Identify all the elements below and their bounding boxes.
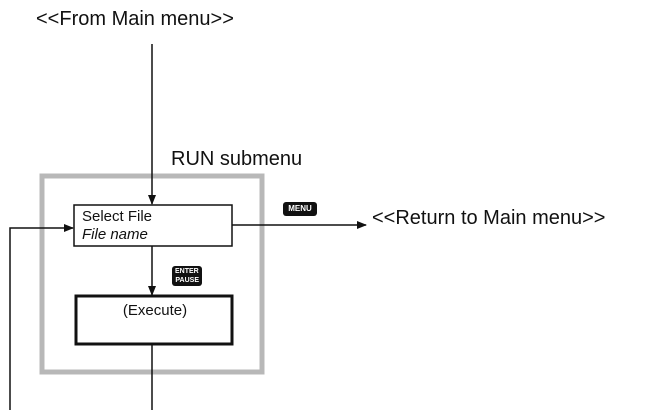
loop-back-line (9, 224, 74, 410)
menu-key-icon: MENU (283, 202, 317, 216)
select-file-box[interactable] (73, 204, 233, 247)
pause-key-label: PAUSE (175, 277, 199, 284)
enter-key-label: ENTER (175, 268, 199, 275)
enter-pause-key-icon: ENTER PAUSE (172, 266, 202, 286)
from-main-menu-label: <<From Main menu>> (36, 8, 234, 30)
return-main-menu-label: <<Return to Main menu>> (372, 207, 606, 229)
execute-label: (Execute) (122, 302, 188, 319)
execute-box[interactable] (74, 294, 234, 346)
run-submenu-title: RUN submenu (171, 148, 303, 170)
select-file-label: Select File (82, 208, 153, 225)
file-name-label: File name (82, 226, 148, 243)
